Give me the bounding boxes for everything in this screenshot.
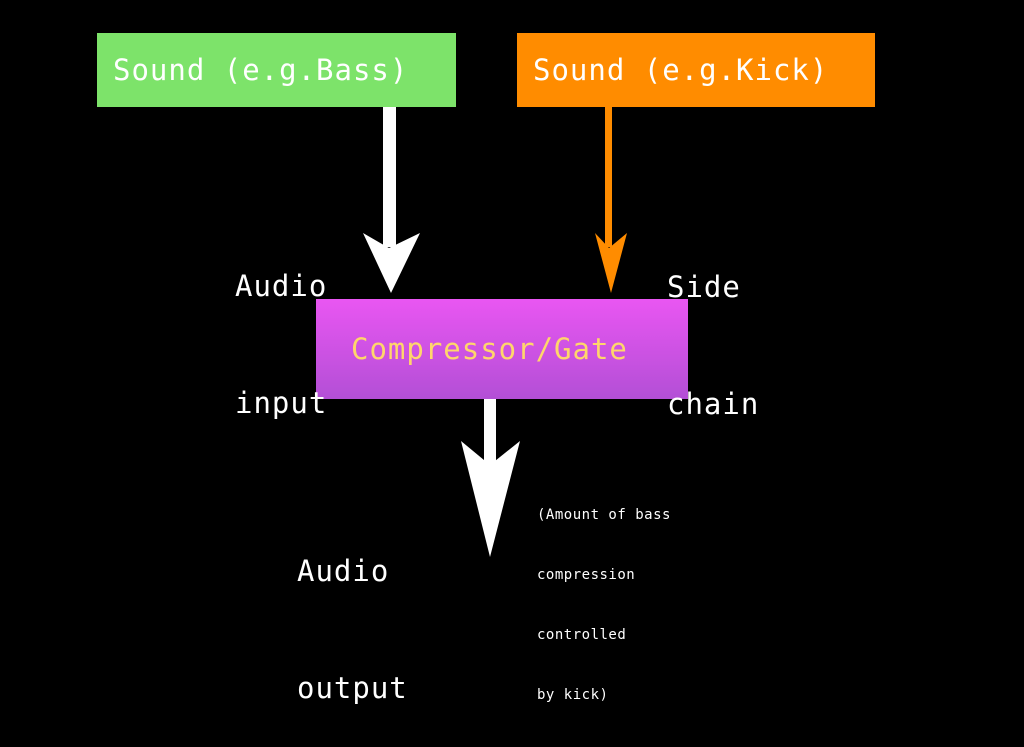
audio-output-label-line2: output xyxy=(297,671,408,705)
audio-input-arrow xyxy=(363,107,420,293)
side-chain-label: Side chain xyxy=(667,190,759,463)
compressor-gate-node: Compressor/Gate xyxy=(316,299,688,399)
audio-output-label-line1: Audio xyxy=(297,554,390,588)
kick-sound-label: Sound (e.g.Kick) xyxy=(533,53,829,87)
audio-input-label-line1: Audio xyxy=(235,269,328,303)
bass-sound-node: Sound (e.g.Bass) xyxy=(97,33,456,107)
side-chain-label-line2: chain xyxy=(667,387,760,421)
compression-note: (Amount of bass compression controlled b… xyxy=(537,465,671,725)
note-line: (Amount of bass xyxy=(537,507,671,523)
audio-input-label: Audio input xyxy=(235,189,327,462)
note-line: controlled xyxy=(537,627,627,643)
audio-input-label-line2: input xyxy=(235,386,328,420)
arrows-layer xyxy=(363,107,627,557)
note-line: compression xyxy=(537,567,636,583)
bass-sound-label: Sound (e.g.Bass) xyxy=(113,53,409,87)
note-line: by kick) xyxy=(537,687,609,703)
side-chain-arrow xyxy=(595,107,627,293)
kick-sound-node: Sound (e.g.Kick) xyxy=(517,33,875,107)
audio-output-label: Audio output xyxy=(297,474,408,747)
compressor-gate-label: Compressor/Gate xyxy=(351,332,628,366)
side-chain-label-line1: Side xyxy=(667,270,741,304)
audio-output-arrow xyxy=(461,399,520,557)
